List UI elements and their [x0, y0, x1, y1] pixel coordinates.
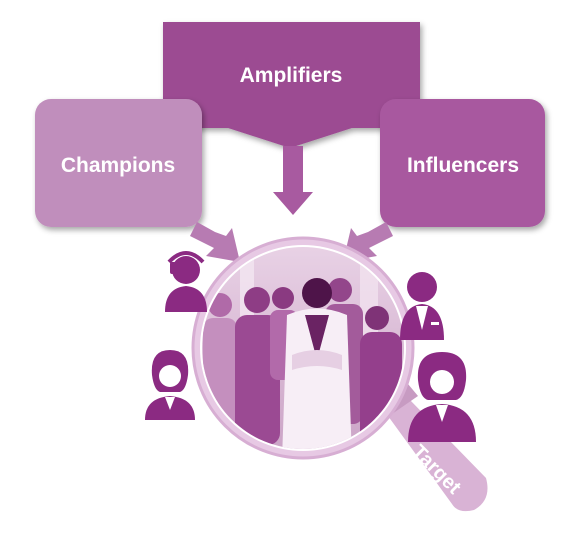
champions-arrow — [190, 222, 240, 262]
female-suit-person-icon — [408, 352, 476, 442]
team-photo — [202, 247, 404, 449]
influencers-box — [380, 99, 545, 227]
champions-box — [35, 99, 202, 227]
amplifiers-box — [163, 22, 420, 148]
amplifiers-label: Amplifiers — [240, 64, 343, 87]
male-suit-person-icon — [400, 272, 444, 340]
amplifiers-arrow — [273, 146, 313, 215]
female-person-icon — [145, 350, 195, 420]
influencers-label: Influencers — [407, 154, 519, 177]
headset-person-icon — [165, 251, 207, 312]
champions-label: Champions — [61, 154, 175, 177]
